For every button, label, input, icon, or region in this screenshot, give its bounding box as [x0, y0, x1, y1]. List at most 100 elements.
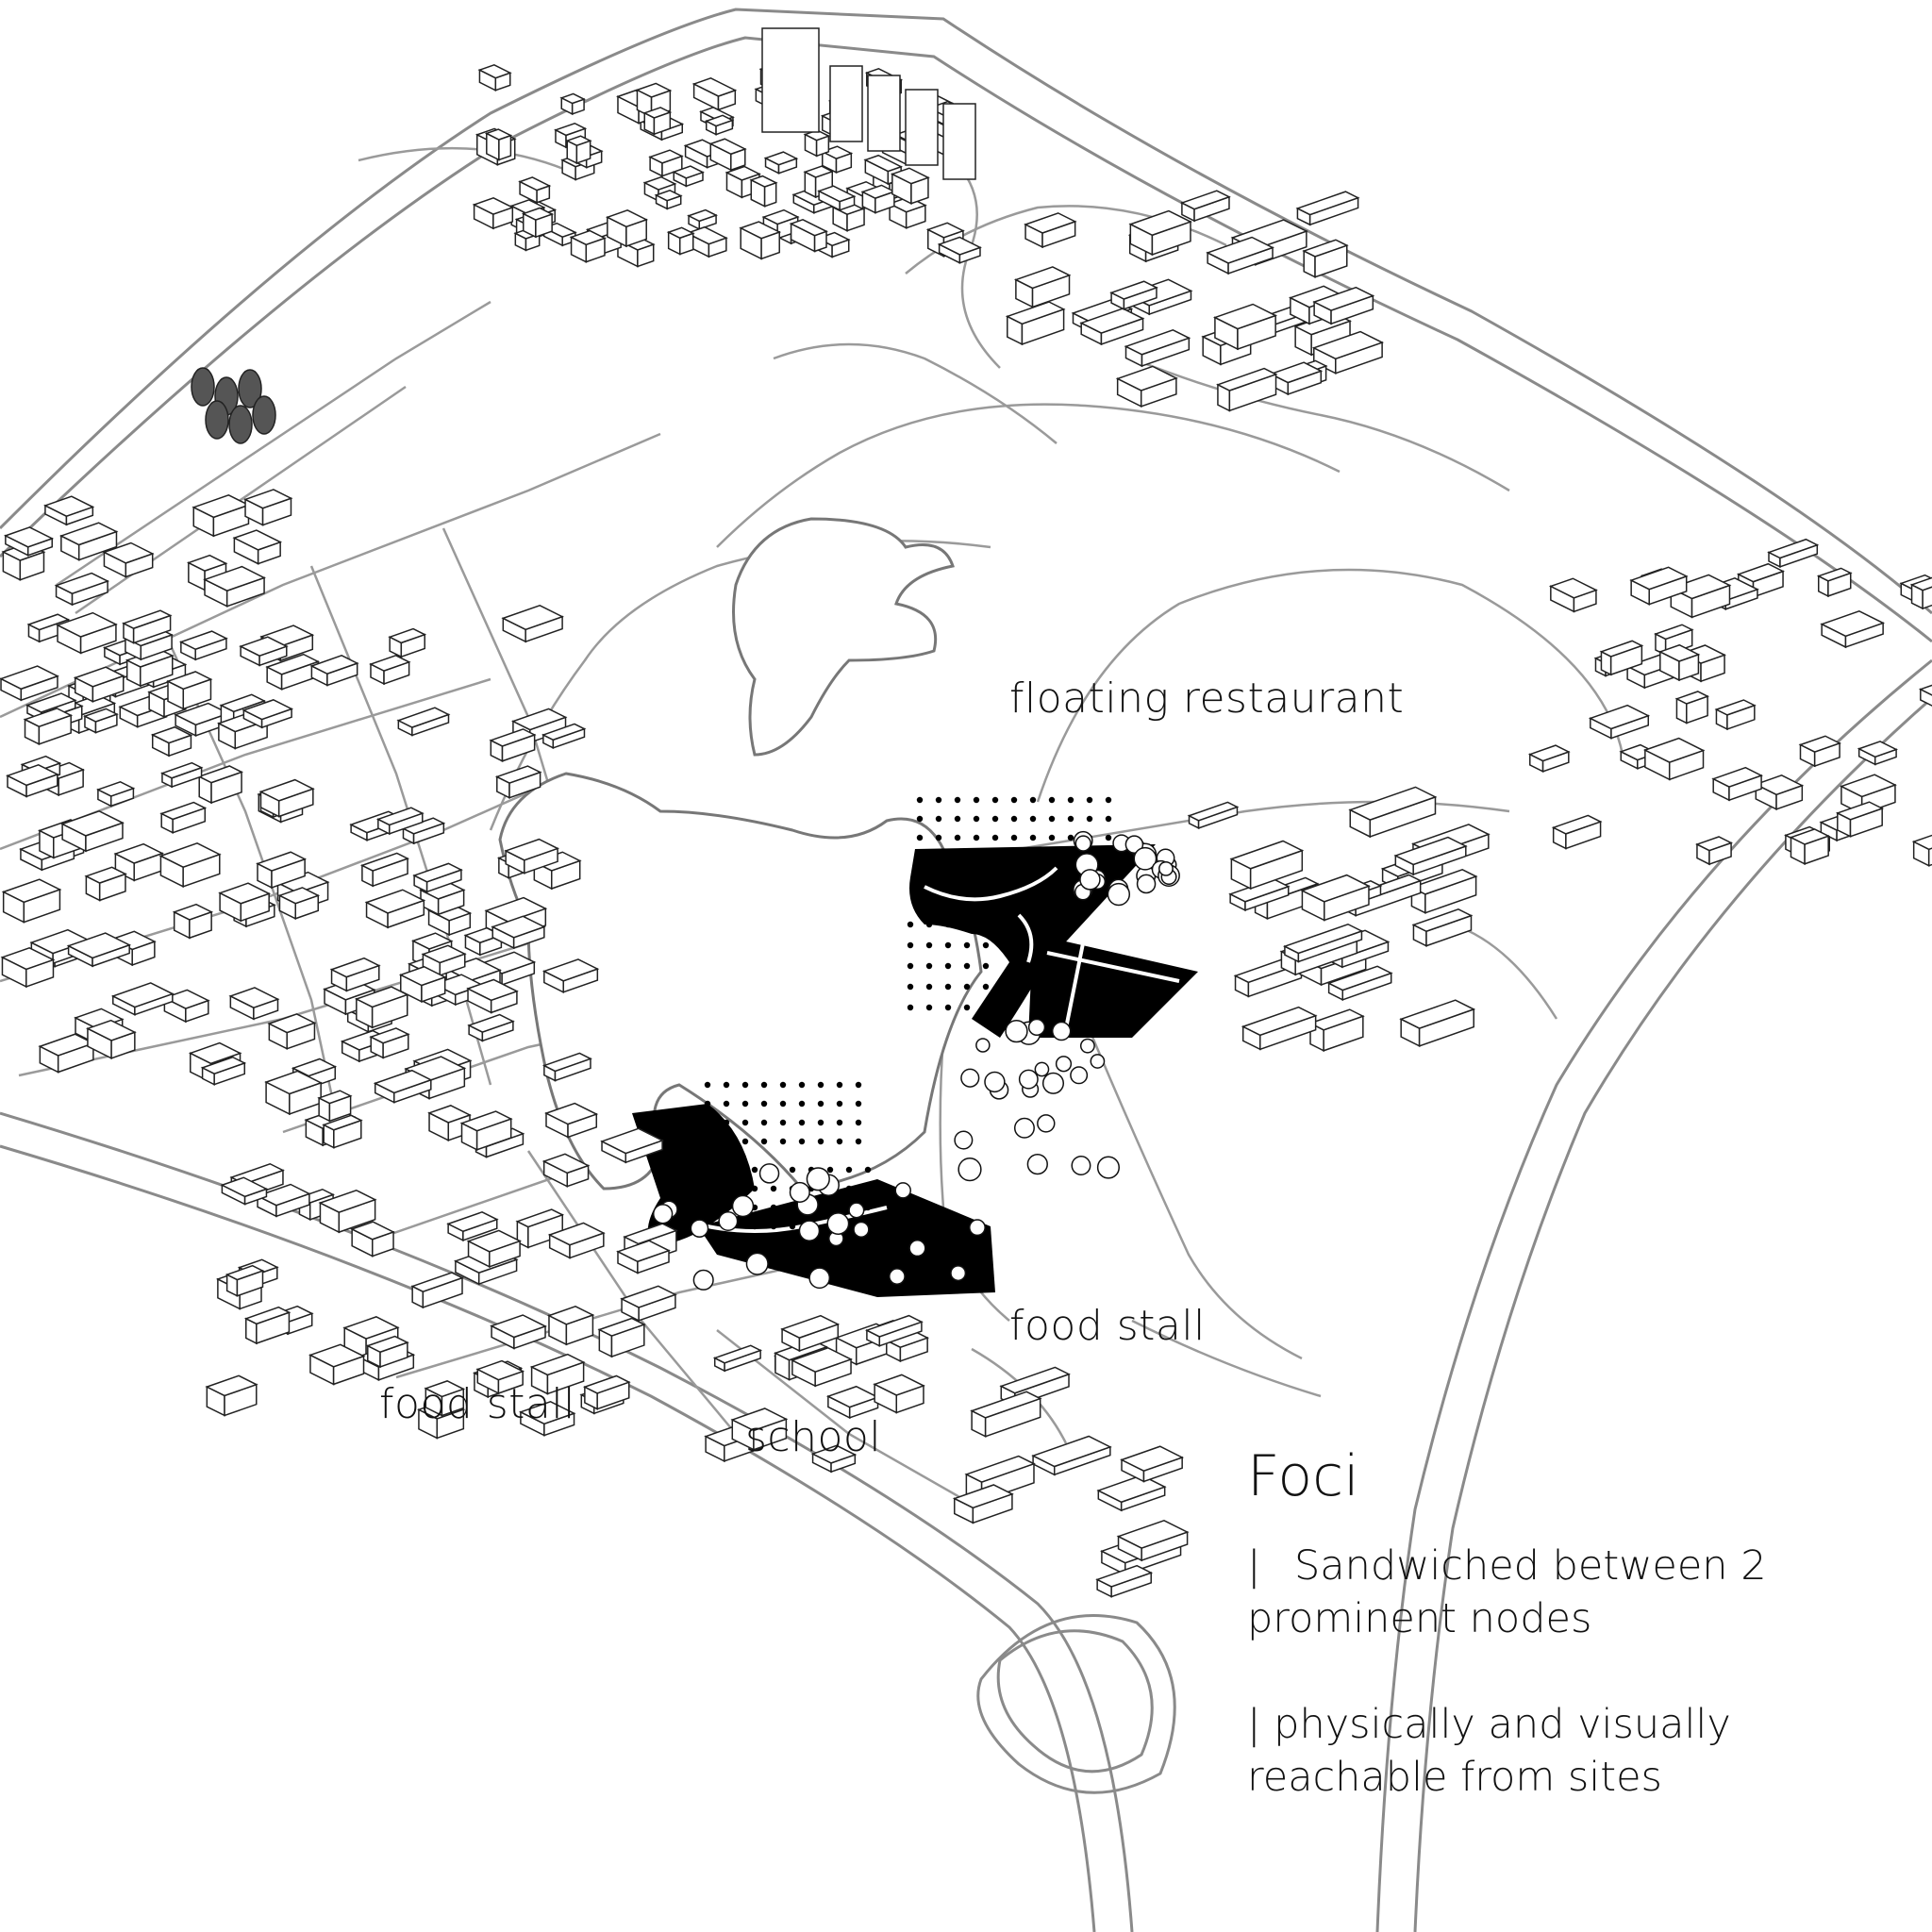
tree: [789, 1181, 810, 1203]
building: [864, 1314, 924, 1347]
dot: [826, 1260, 834, 1268]
building: [1005, 301, 1066, 346]
dot: [916, 834, 924, 841]
building: [159, 801, 208, 834]
building: [1115, 365, 1178, 408]
building: [888, 196, 927, 229]
dot: [826, 1204, 834, 1211]
dot: [1105, 834, 1112, 841]
building: [218, 882, 272, 923]
building: [541, 1153, 591, 1188]
building: [1282, 923, 1364, 963]
dot: [963, 983, 971, 991]
building: [56, 611, 118, 655]
building: [396, 707, 451, 737]
building: [820, 145, 854, 175]
building: [712, 1344, 763, 1373]
building: [1120, 1445, 1185, 1483]
tree: [808, 1267, 831, 1290]
dot: [845, 1185, 853, 1192]
building: [666, 226, 695, 256]
building: [84, 866, 127, 902]
building: [521, 207, 555, 239]
tree: [1013, 1117, 1035, 1139]
building: [1311, 330, 1385, 375]
tree: [1079, 1038, 1095, 1054]
dot: [944, 983, 952, 991]
building: [158, 842, 222, 889]
dot: [973, 815, 980, 823]
dot: [704, 1081, 711, 1089]
dot: [982, 921, 990, 928]
legend-note-2-bar: |: [1247, 1701, 1261, 1748]
tree: [950, 1265, 967, 1282]
building: [513, 227, 541, 252]
dot: [982, 941, 990, 949]
lakes: [498, 517, 983, 1191]
label-school: school: [745, 1413, 882, 1461]
building: [421, 944, 467, 977]
building: [763, 151, 799, 175]
building: [1348, 786, 1438, 839]
building: [884, 1330, 930, 1363]
tree: [806, 1167, 830, 1191]
dot: [704, 1100, 711, 1108]
building: [1308, 1008, 1365, 1052]
tree: [798, 1220, 821, 1241]
building: [685, 225, 728, 258]
building: [54, 572, 110, 607]
building: [687, 208, 719, 231]
building: [1857, 741, 1899, 766]
building: [1206, 236, 1274, 275]
building: [58, 522, 119, 561]
building: [350, 1221, 395, 1257]
dot: [907, 962, 914, 970]
storage-tank: [205, 400, 229, 440]
dot: [751, 1166, 758, 1174]
building: [739, 221, 782, 260]
building: [547, 1222, 606, 1259]
dot: [845, 1166, 853, 1174]
building: [354, 986, 409, 1029]
tree: [954, 1130, 974, 1150]
building: [803, 129, 831, 158]
buildings: [0, 27, 1932, 1598]
building: [277, 887, 321, 920]
dot: [944, 1004, 952, 1011]
building: [472, 197, 515, 230]
building: [1754, 774, 1805, 811]
building: [369, 654, 411, 686]
tree: [1079, 869, 1101, 891]
dot: [836, 1119, 843, 1126]
building: [1527, 744, 1571, 774]
building: [1695, 836, 1734, 866]
dot: [741, 1119, 749, 1126]
dot: [1048, 796, 1056, 804]
dot: [864, 1204, 872, 1211]
building: [1816, 567, 1853, 598]
storage-tank: [238, 369, 262, 408]
building: [1229, 840, 1305, 891]
dot: [944, 921, 952, 928]
tree: [1041, 1072, 1065, 1094]
building: [1312, 286, 1375, 325]
building: [459, 1110, 513, 1151]
dot: [935, 796, 942, 804]
dot: [1067, 815, 1074, 823]
dot: [836, 1081, 843, 1089]
tree: [1074, 835, 1091, 852]
dot: [973, 834, 980, 841]
tree: [1018, 1069, 1039, 1090]
tree: [1090, 1054, 1106, 1069]
dot: [1029, 796, 1037, 804]
boundary-roads: [0, 8, 1932, 1932]
building: [1095, 1564, 1154, 1598]
building: [309, 655, 359, 687]
dot: [751, 1241, 758, 1249]
building: [1295, 191, 1360, 226]
building: [467, 1013, 515, 1042]
tree: [975, 1038, 991, 1053]
dot: [1086, 796, 1093, 804]
dot: [770, 1185, 777, 1192]
building: [672, 165, 705, 188]
